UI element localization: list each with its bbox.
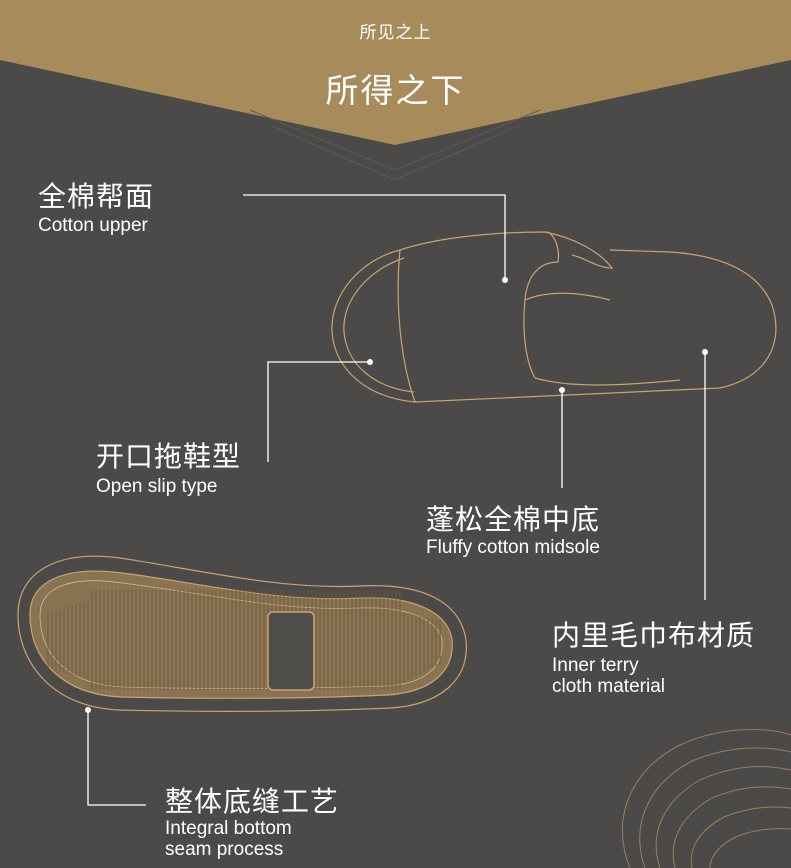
sole-texture (47, 590, 441, 690)
feature-open-en: Open slip type (96, 476, 218, 497)
feature-open-cn: 开口拖鞋型 (96, 440, 242, 473)
header-subtitle: 所见之上 (359, 23, 432, 43)
feature-sole-en-1: Integral bottom (165, 818, 292, 839)
slipper-top-view (331, 231, 777, 403)
feature-lining-en-1: Inner terry (552, 655, 639, 676)
feature-midsole-cn: 蓬松全棉中底 (426, 503, 601, 536)
feature-upper-en: Cotton upper (38, 215, 148, 236)
header-title: 所得之下 (325, 71, 466, 110)
callout-dots (85, 277, 708, 713)
feature-sole-cn: 整体底缝工艺 (165, 785, 340, 818)
feature-midsole-en: Fluffy cotton midsole (426, 537, 600, 558)
slipper-sole (17, 555, 467, 712)
feature-lining-en-2: cloth material (552, 676, 665, 697)
sole-label-patch (267, 611, 315, 691)
feature-sole-en-2: seam process (165, 839, 284, 860)
feature-upper-cn: 全棉帮面 (38, 180, 155, 213)
contour-pattern (621, 729, 791, 868)
callout-lines (87, 194, 706, 806)
feature-lining-cn: 内里毛巾布材质 (552, 619, 756, 652)
header-banner (0, 0, 791, 145)
